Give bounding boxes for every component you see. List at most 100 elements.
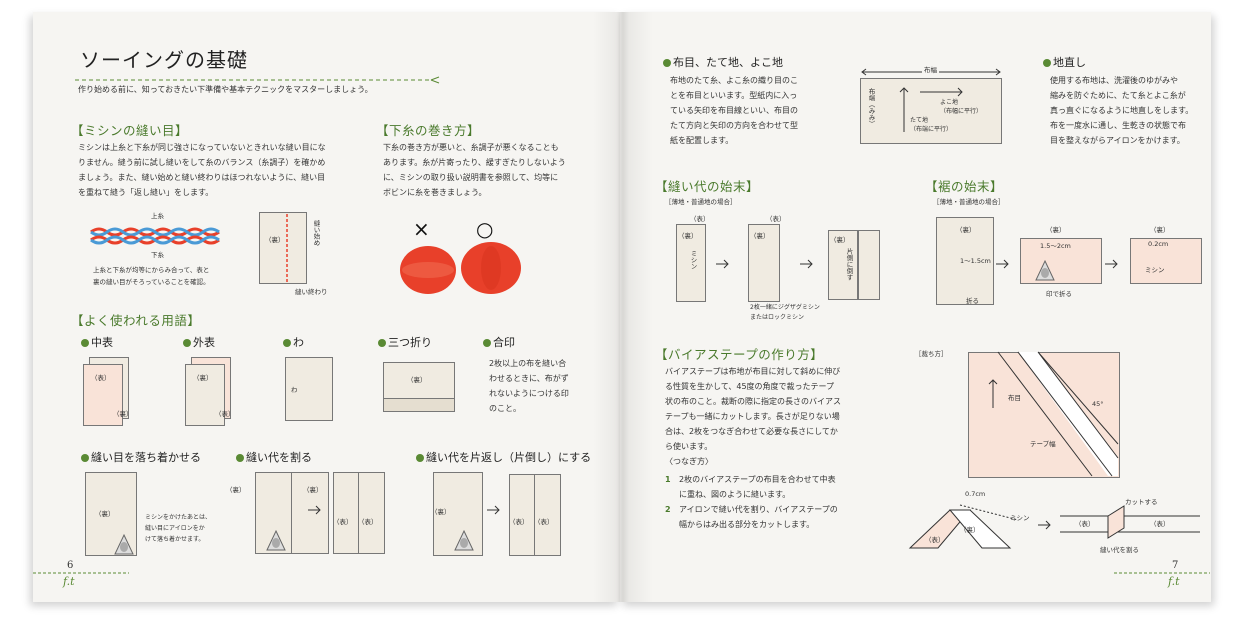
backstitch-cloth xyxy=(259,212,307,284)
iron-icon xyxy=(266,529,286,551)
jinaoshi-line: 布を一度水に通し、生乾きの状態で布 xyxy=(1050,121,1186,130)
bad-mark: × xyxy=(413,217,430,241)
hem-ura-1: （裏） xyxy=(956,226,976,234)
stitch-caption: 上糸と下糸が均等にからみ合って、表と 裏の縫い目がそろっていることを確認。 xyxy=(93,264,210,288)
hem-sub: ［薄地・普通地の場合］ xyxy=(933,198,1005,206)
arrow-icon xyxy=(800,259,813,269)
caption-line: 上糸と下糸が均等にからみ合って、表と xyxy=(93,266,210,274)
ochitsukaseru-heading: 縫い目を落ち着かせる xyxy=(81,449,201,465)
nakaomote-label-1: （表） xyxy=(91,374,111,382)
seam-caption-line: 2枚一緒にジグザグミシン xyxy=(750,304,820,311)
hem-cloth-1 xyxy=(936,217,994,305)
label-45: 45° xyxy=(1092,400,1104,408)
grain-heading-label: 布目、たて地、よこ地 xyxy=(673,56,783,69)
hem-m2: 1.5〜2cm xyxy=(1040,242,1071,250)
label-nuihajime: 縫い始め xyxy=(312,220,320,246)
jinaoshi-heading-label: 地直し xyxy=(1053,56,1086,69)
mishin-line: ミシンは上糸と下糸が同じ強さになっていないときれいな縫い目にな xyxy=(78,143,326,152)
arrow-icon xyxy=(1038,520,1051,530)
term-sotoomote: 外表 xyxy=(183,334,215,350)
bias-omote: （表） xyxy=(925,536,945,544)
tateji-sub: （布端に平行） xyxy=(910,126,953,133)
bobbin-heading: 【下糸の巻き方】 xyxy=(376,123,481,138)
step-line: 2枚のバイアステープの布目を合わせて中表 xyxy=(679,475,836,484)
hem-cloth-3 xyxy=(1130,238,1202,284)
yokoji-label: よこ地 xyxy=(940,99,959,106)
iron-caption-line: けて落ち着かせます。 xyxy=(145,536,205,543)
mishin-line: を重ねて縫う「返し縫い」をします。 xyxy=(78,188,214,197)
seam-cloth-2 xyxy=(748,224,780,302)
waru-result-r xyxy=(358,472,385,554)
jinaoshi-line: 縮みを防ぐために、たて糸とよこ糸が xyxy=(1050,91,1186,100)
hem-heading: 【裾の始末】 xyxy=(925,179,1004,194)
bullet-icon xyxy=(378,339,386,347)
intro-text: 作り始める前に、知っておきたい下準備や基本テクニックをマスターしましょう。 xyxy=(78,85,373,94)
seam-ura-3: （裏） xyxy=(830,236,850,244)
page-number: 7 xyxy=(1172,560,1179,571)
bobbin-line: に、ミシンの取り扱い説明書を参照して、均等に xyxy=(383,173,559,182)
bias-line: ら使います。 xyxy=(665,442,713,451)
mitsuori-label: （裏） xyxy=(407,376,427,384)
bullet-icon xyxy=(236,454,244,462)
bullet-icon xyxy=(283,339,291,347)
arrow-icon xyxy=(1105,259,1118,269)
bias-heading: 【バイアステープの作り方】 xyxy=(655,347,824,362)
sotoomote-front xyxy=(185,364,225,426)
grain-line: とを布目といいます。型紙内に入っ xyxy=(670,91,798,100)
bobbin-photo xyxy=(400,242,521,294)
left-page: ソーイングの基礎 作り始める前に、知っておきたい下準備や基本テクニックをマスター… xyxy=(33,12,620,602)
label-mimi: 布端（みみ） xyxy=(867,88,875,127)
bias-step: 2 アイロンで縫い代を割り、バイアステープの幅からはみ出る部分をカットします。 xyxy=(665,502,905,532)
bias-line: 状の布のこと。裁断の際に指定の長さのバイアス xyxy=(665,397,841,406)
grain-line: 紙を配置します。 xyxy=(670,136,734,145)
seam-ura-2: （裏） xyxy=(750,232,770,240)
ochitsukaseru-ura: （裏） xyxy=(95,510,115,518)
good-mark: ○ xyxy=(476,217,494,241)
label-tape: テープ幅 xyxy=(1030,440,1056,448)
iron-caption: ミシンをかけたあとは、 縫い目にアイロンをか けて落ち着かせます。 xyxy=(145,512,211,545)
bullet-icon xyxy=(1043,59,1051,67)
katagaeshi-cloth xyxy=(433,472,483,556)
book-spread: ソーイングの基礎 作り始める前に、知っておきたい下準備や基本テクニックをマスター… xyxy=(33,12,1211,602)
grain-line: たて方向と矢印の方向を合わせて型 xyxy=(670,121,798,130)
seam-ura-1: （裏） xyxy=(678,232,698,240)
seam-katagawa: 片側に倒す xyxy=(845,248,853,281)
mishin-heading: 【ミシンの縫い目】 xyxy=(71,123,189,138)
bias-line: テープも一緒にカットします。長さが足りない場 xyxy=(665,412,840,421)
grain-line: ている矢印を布目線といい、布目の xyxy=(670,106,798,115)
sotoomote-label-2: （表） xyxy=(215,410,235,418)
aijirushi-text: 2枚以上の布を縫い合 わせるときに、布がず れないようにつける印 のこと。 xyxy=(489,356,599,416)
tateji-label: たて地 xyxy=(910,117,929,124)
waru-omote-r: （表） xyxy=(358,518,378,526)
seam-omote-1: （表） xyxy=(690,215,710,223)
caption-line: 裏の縫い目がそろっていることを確認。 xyxy=(93,278,210,286)
seam-cloth-4 xyxy=(858,230,880,300)
yokoji-sub: （布幅に平行） xyxy=(940,108,983,115)
step-line: に重ね、図のように縫います。 xyxy=(679,490,791,499)
label-ura: （裏） xyxy=(265,236,285,244)
right-page: 布目、たて地、よこ地 布地のたて糸、よこ糸の織り目のこ とを布目といいます。型紙… xyxy=(620,12,1211,602)
waru-ura-l: （裏） xyxy=(226,486,246,494)
iron-caption-line: 縫い目にアイロンをか xyxy=(145,525,205,532)
step-text: アイロンで縫い代を割り、バイアステープの幅からはみ出る部分をカットします。 xyxy=(679,502,838,532)
bobbin-line: あります。糸が片寄ったり、緩すぎたりしないよう xyxy=(383,158,566,167)
jinaoshi-line: 目を整えながらアイロンをかけます。 xyxy=(1050,136,1185,145)
footer-rule xyxy=(1114,572,1210,574)
katagaeshi-heading: 縫い代を片返し（片倒し）にする xyxy=(416,449,591,465)
iron-icon xyxy=(454,529,474,551)
term-label: 合印 xyxy=(493,336,515,349)
backstitch-line xyxy=(286,214,288,282)
label-saichi: ［裁ち方］ xyxy=(915,350,948,358)
waru-result-l xyxy=(333,472,360,554)
bias-steps: 1 2枚のバイアステープの布目を合わせて中表に重ね、図のように縫います。 2 ア… xyxy=(665,472,905,532)
waru-label: 縫い代を割る xyxy=(246,451,312,464)
wa-label: わ xyxy=(291,386,298,394)
term-label: わ xyxy=(293,336,304,349)
label-nuiowari: 縫い終わり xyxy=(295,288,328,296)
mitsuori-fold xyxy=(383,398,455,412)
aijirushi-line: わせるときに、布がず xyxy=(489,374,569,383)
mishin-line: りません。縫う前に試し縫いをして糸のバランス（糸調子）を確かめ xyxy=(78,158,326,167)
step-number: 2 xyxy=(665,505,671,514)
bias-omote-r: （表） xyxy=(1150,520,1170,528)
arrow-icon xyxy=(996,259,1009,269)
